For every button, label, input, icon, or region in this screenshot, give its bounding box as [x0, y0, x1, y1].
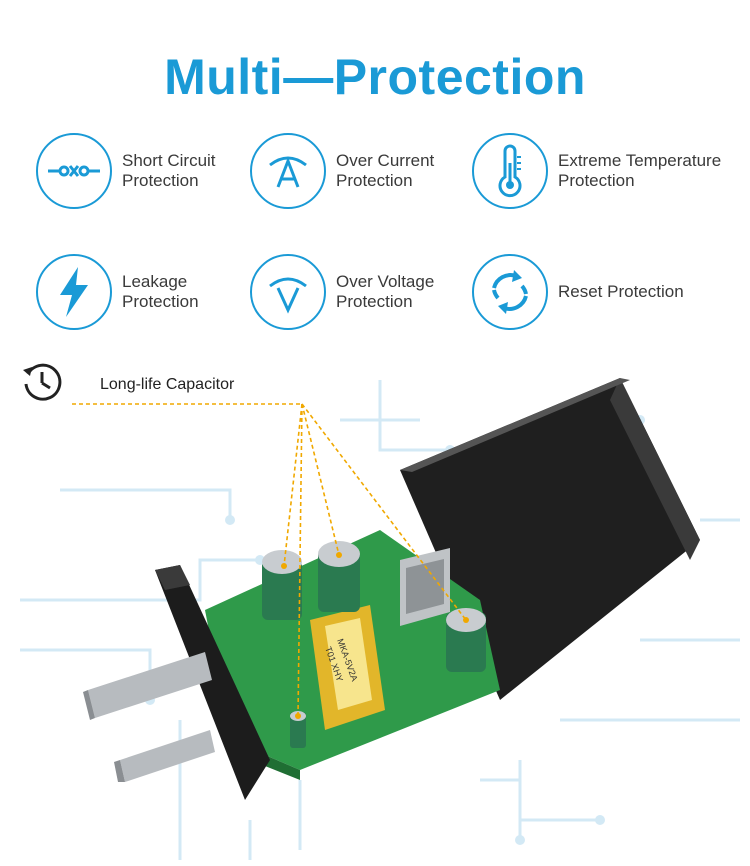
- feature-extreme-temperature: Extreme Temperature Protection: [472, 133, 721, 209]
- feature-label: Over Current Protection: [336, 151, 435, 190]
- over-voltage-icon: [250, 254, 326, 330]
- page-title: Multi—Protection: [164, 49, 586, 105]
- feature-label: Over Voltage Protection: [336, 272, 435, 311]
- feature-label: Reset Protection: [558, 282, 684, 301]
- lightning-icon: [36, 254, 112, 330]
- capacitor: [262, 550, 302, 620]
- feature-label: Short Circuit Protection: [122, 151, 216, 190]
- feature-leakage: Leakage Protection: [36, 254, 199, 330]
- charger-illustration: MKA-5V2A T01 XHY: [20, 378, 740, 860]
- feature-label: Leakage Protection: [122, 272, 199, 311]
- callout-lines: [72, 403, 467, 717]
- feature-reset: Reset Protection: [472, 254, 684, 330]
- plug-pins: [83, 652, 215, 782]
- over-current-icon: [250, 133, 326, 209]
- transformer: MKA-5V2A T01 XHY: [310, 605, 385, 730]
- feature-label: Extreme Temperature Protection: [558, 151, 722, 190]
- capacitor-label: Long-life Capacitor: [100, 376, 235, 393]
- reset-arrows-icon: [472, 254, 548, 330]
- feature-over-current: Over Current Protection: [250, 133, 434, 209]
- clock-history-icon: [20, 360, 64, 404]
- thermometer-icon: [472, 133, 548, 209]
- plug-faceplate: [155, 565, 270, 800]
- feature-over-voltage: Over Voltage Protection: [250, 254, 434, 330]
- feature-short-circuit: Short Circuit Protection: [36, 133, 216, 209]
- capacitor: [318, 541, 360, 612]
- short-circuit-icon: [36, 133, 112, 209]
